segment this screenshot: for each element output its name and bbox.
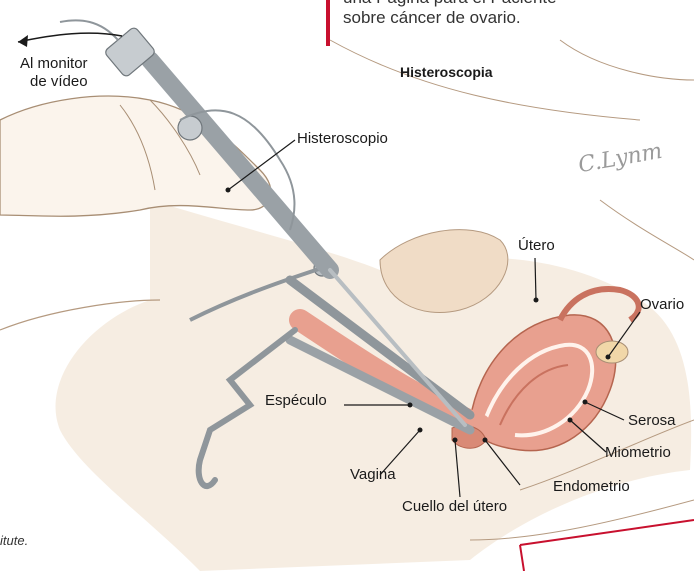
dot-especulo xyxy=(408,403,413,408)
label-monitor: Al monitor de vídeo xyxy=(20,55,88,91)
label-serosa: Serosa xyxy=(628,412,676,430)
image-credit: itute. xyxy=(0,533,28,548)
label-especulo: Espéculo xyxy=(265,392,327,410)
dot-miometrio xyxy=(568,418,573,423)
red-box-corner xyxy=(520,520,694,571)
monitor-arrowhead xyxy=(18,35,28,47)
dot-histeroscopio xyxy=(226,188,231,193)
monitor-arrow xyxy=(18,33,122,42)
dot-vagina xyxy=(418,428,423,433)
label-vagina: Vagina xyxy=(350,466,396,484)
dot-endometrio xyxy=(483,438,488,443)
dot-ovario xyxy=(606,355,611,360)
dot-serosa xyxy=(583,400,588,405)
label-endometrio: Endometrio xyxy=(553,478,630,496)
label-utero: Útero xyxy=(518,237,555,255)
label-histeroscopio: Histeroscopio xyxy=(297,130,388,148)
label-ovario: Ovario xyxy=(640,296,684,314)
label-monitor-line2: de vídeo xyxy=(20,73,88,91)
label-monitor-line1: Al monitor xyxy=(20,55,88,73)
dot-utero xyxy=(534,298,539,303)
figure-title: Histeroscopia xyxy=(400,64,493,80)
label-miometrio: Miometrio xyxy=(605,444,671,462)
label-cuello: Cuello del útero xyxy=(402,498,507,516)
dot-cuello xyxy=(453,438,458,443)
